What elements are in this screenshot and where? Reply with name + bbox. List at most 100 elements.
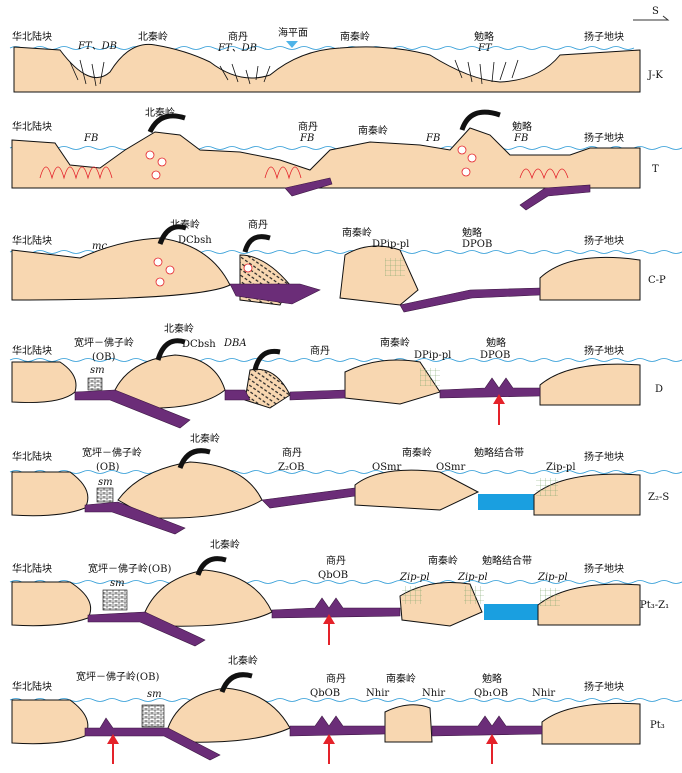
panel-jk: J-K 华北陆块 FT、DB 北秦岭 商丹 FT、DB 海平面 南秦岭 勉略 F… bbox=[9, 26, 663, 93]
magmatic-arc-plume bbox=[177, 448, 211, 469]
platform-grid bbox=[464, 586, 484, 604]
folds bbox=[39, 166, 569, 180]
label: 北秦岭 bbox=[138, 30, 168, 43]
sm-basin bbox=[141, 704, 165, 728]
label: FB bbox=[513, 133, 528, 144]
label: Nhir bbox=[366, 688, 389, 699]
oceanic-plate bbox=[74, 389, 191, 429]
granite-intrusions bbox=[153, 257, 253, 287]
subducting-slab bbox=[399, 287, 541, 313]
platform-grid bbox=[385, 258, 405, 276]
granite-intrusions bbox=[145, 145, 477, 180]
shangdan-wedge bbox=[244, 368, 291, 409]
north-qinling-block bbox=[117, 461, 263, 519]
oceanic-plate bbox=[224, 389, 346, 401]
label: 扬子地块 bbox=[584, 30, 624, 43]
south-qinling-block bbox=[344, 359, 441, 405]
label: 南秦岭 bbox=[358, 124, 388, 137]
label: DPOB bbox=[480, 350, 510, 361]
label: 宽坪－佛子岭 bbox=[74, 336, 134, 349]
magmatic-arc-plume bbox=[459, 109, 501, 131]
north-qinling-block bbox=[167, 687, 291, 743]
label: 商丹 bbox=[310, 344, 330, 357]
stage-label: Z₂-S bbox=[648, 492, 669, 503]
label: FT、DB bbox=[217, 43, 257, 54]
label: 扬子地块 bbox=[584, 562, 624, 575]
stage-label: Pt₃-Z₁ bbox=[640, 600, 669, 611]
label: QbOB bbox=[310, 688, 340, 699]
oceanic-plate bbox=[87, 611, 206, 647]
north-china-block bbox=[11, 581, 92, 627]
magmatic-arc-plume bbox=[155, 338, 186, 361]
oceanic-plate bbox=[271, 597, 401, 619]
label: 华北陆块 bbox=[12, 680, 52, 693]
sea-surface bbox=[9, 470, 682, 474]
sea-surface bbox=[9, 358, 682, 362]
label: 勉略结合带 bbox=[474, 446, 524, 459]
label: FB bbox=[299, 133, 314, 144]
magmatic-arc-plume bbox=[147, 113, 186, 134]
upwelling-arrow bbox=[107, 734, 119, 764]
label: OSmr bbox=[372, 462, 402, 473]
label: 勉略 bbox=[512, 120, 532, 133]
label: Zip-pl bbox=[537, 572, 568, 583]
stage-label: T bbox=[652, 164, 659, 175]
north-china-block bbox=[11, 699, 89, 745]
orientation-indicator: S bbox=[633, 6, 670, 21]
label: 北秦岭 bbox=[164, 322, 194, 335]
magmatic-arc-plume bbox=[219, 672, 253, 693]
label: 商丹 bbox=[326, 554, 346, 567]
label: 北秦岭 bbox=[170, 218, 200, 231]
magmatic-arc-plume bbox=[242, 234, 271, 253]
label: 勉略 bbox=[462, 226, 482, 239]
panel-d: D 华北陆块 宽坪－佛子岭 (OB) sm 北秦岭 DCbsh DBA 商丹 南… bbox=[9, 322, 682, 429]
label: 南秦岭 bbox=[428, 554, 458, 567]
platform-grid bbox=[420, 368, 440, 386]
orientation-label: S bbox=[652, 6, 659, 17]
label: 南秦岭 bbox=[402, 446, 432, 459]
oceanic-plate bbox=[431, 715, 543, 737]
oceanic-plate bbox=[84, 717, 221, 761]
label: 北秦岭 bbox=[190, 432, 220, 445]
stage-label: Pt₃ bbox=[650, 720, 665, 731]
label: 勉略 bbox=[474, 30, 494, 43]
label: Zip-pl bbox=[399, 572, 430, 583]
sea-surface bbox=[9, 698, 682, 702]
panel-pt3: Pt₃ 华北陆块 宽坪－佛子岭(OB) sm 北秦岭 商丹 QbOB Nhir … bbox=[9, 654, 682, 764]
sea-level-label: 海平面 bbox=[278, 26, 308, 39]
stage-label: C-P bbox=[648, 275, 666, 286]
label: 华北陆块 bbox=[12, 30, 52, 43]
label: sm bbox=[98, 477, 113, 488]
label: DCbsh bbox=[178, 235, 212, 246]
label: OSmr bbox=[436, 462, 466, 473]
oceanic-plate bbox=[261, 487, 356, 509]
north-china-block bbox=[11, 471, 89, 517]
crust-block bbox=[13, 43, 641, 93]
label: FB bbox=[425, 133, 440, 144]
yangtze-block bbox=[539, 363, 641, 406]
oceanic-plate bbox=[84, 501, 186, 535]
label: 南秦岭 bbox=[340, 30, 370, 43]
label: 商丹 bbox=[228, 30, 248, 43]
label: DPip-pl bbox=[372, 239, 409, 250]
label: sm bbox=[90, 365, 105, 376]
north-qinling-block bbox=[114, 354, 226, 409]
label: 扬子地块 bbox=[584, 344, 624, 357]
yangtze-block bbox=[539, 256, 641, 301]
north-china-block bbox=[11, 361, 77, 404]
subducting-slab bbox=[519, 184, 591, 211]
north-qinling-block bbox=[144, 569, 273, 627]
sea-surface bbox=[9, 580, 682, 584]
label: DCbsh bbox=[182, 339, 216, 350]
sea-surface bbox=[9, 46, 635, 50]
subducting-slab bbox=[229, 283, 321, 305]
label: FT bbox=[477, 43, 493, 54]
oceanic-plate bbox=[439, 377, 541, 399]
mianlue-suture-ocean bbox=[478, 494, 534, 510]
south-qinling-block bbox=[339, 245, 419, 306]
label: QbOB bbox=[318, 570, 348, 581]
label: DPOB bbox=[462, 239, 492, 250]
upwelling-arrow bbox=[323, 734, 335, 764]
crust-block bbox=[11, 127, 641, 189]
